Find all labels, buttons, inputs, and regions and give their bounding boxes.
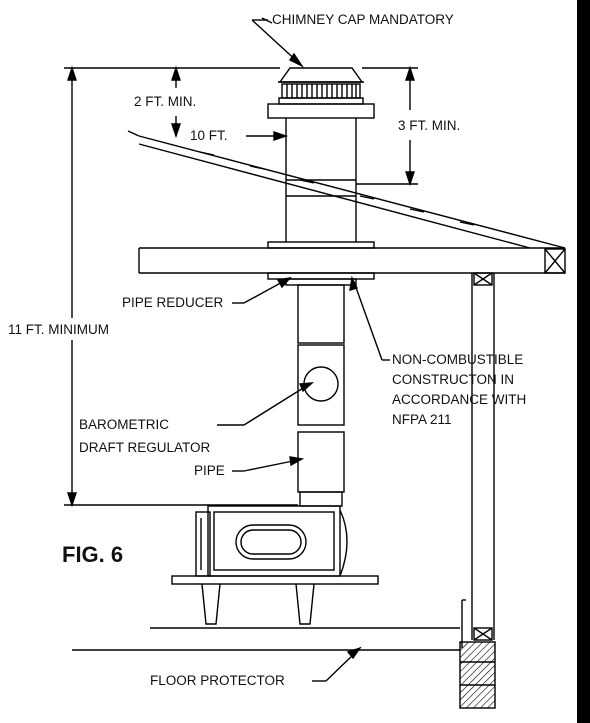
chimney-cap bbox=[267, 67, 375, 119]
chimney-pipe bbox=[267, 118, 375, 286]
label-3ft-min: 3 FT. MIN. bbox=[398, 118, 461, 133]
label-non-combustible-2: CONSTRUCTON IN bbox=[392, 372, 515, 387]
roof bbox=[127, 130, 566, 249]
label-non-combustible-4: NFPA 211 bbox=[392, 412, 452, 427]
label-floor-protector: FLOOR PROTECTOR bbox=[150, 673, 285, 688]
label-10ft: 10 FT. bbox=[190, 128, 228, 143]
stove-pipe bbox=[297, 284, 345, 507]
label-barometric-2: DRAFT REGULATOR bbox=[79, 440, 211, 455]
ceiling-joist bbox=[138, 247, 566, 274]
label-pipe-reducer: PIPE REDUCER bbox=[122, 295, 224, 310]
dimension-2ft bbox=[171, 65, 181, 139]
label-barometric-1: BAROMETRIC bbox=[79, 417, 170, 432]
page-edge-bar bbox=[577, 0, 590, 723]
label-pipe: PIPE bbox=[194, 463, 225, 478]
label-non-combustible-1: NON-COMBUSTIBLE bbox=[392, 352, 524, 367]
label-non-combustible-3: ACCORDANCE WITH bbox=[392, 392, 527, 407]
dimension-3ft bbox=[356, 65, 418, 187]
label-2ft-min: 2 FT. MIN. bbox=[134, 94, 197, 109]
leader-lines bbox=[217, 17, 390, 682]
wall bbox=[459, 272, 496, 709]
label-11ft-minimum: 11 FT. MINIMUM bbox=[8, 322, 109, 337]
dimension-11ft bbox=[64, 65, 298, 508]
figure-title: FIG. 6 bbox=[62, 542, 124, 567]
label-chimney-cap: CHIMNEY CAP MANDATORY bbox=[272, 12, 454, 27]
wood-stove bbox=[171, 505, 379, 625]
